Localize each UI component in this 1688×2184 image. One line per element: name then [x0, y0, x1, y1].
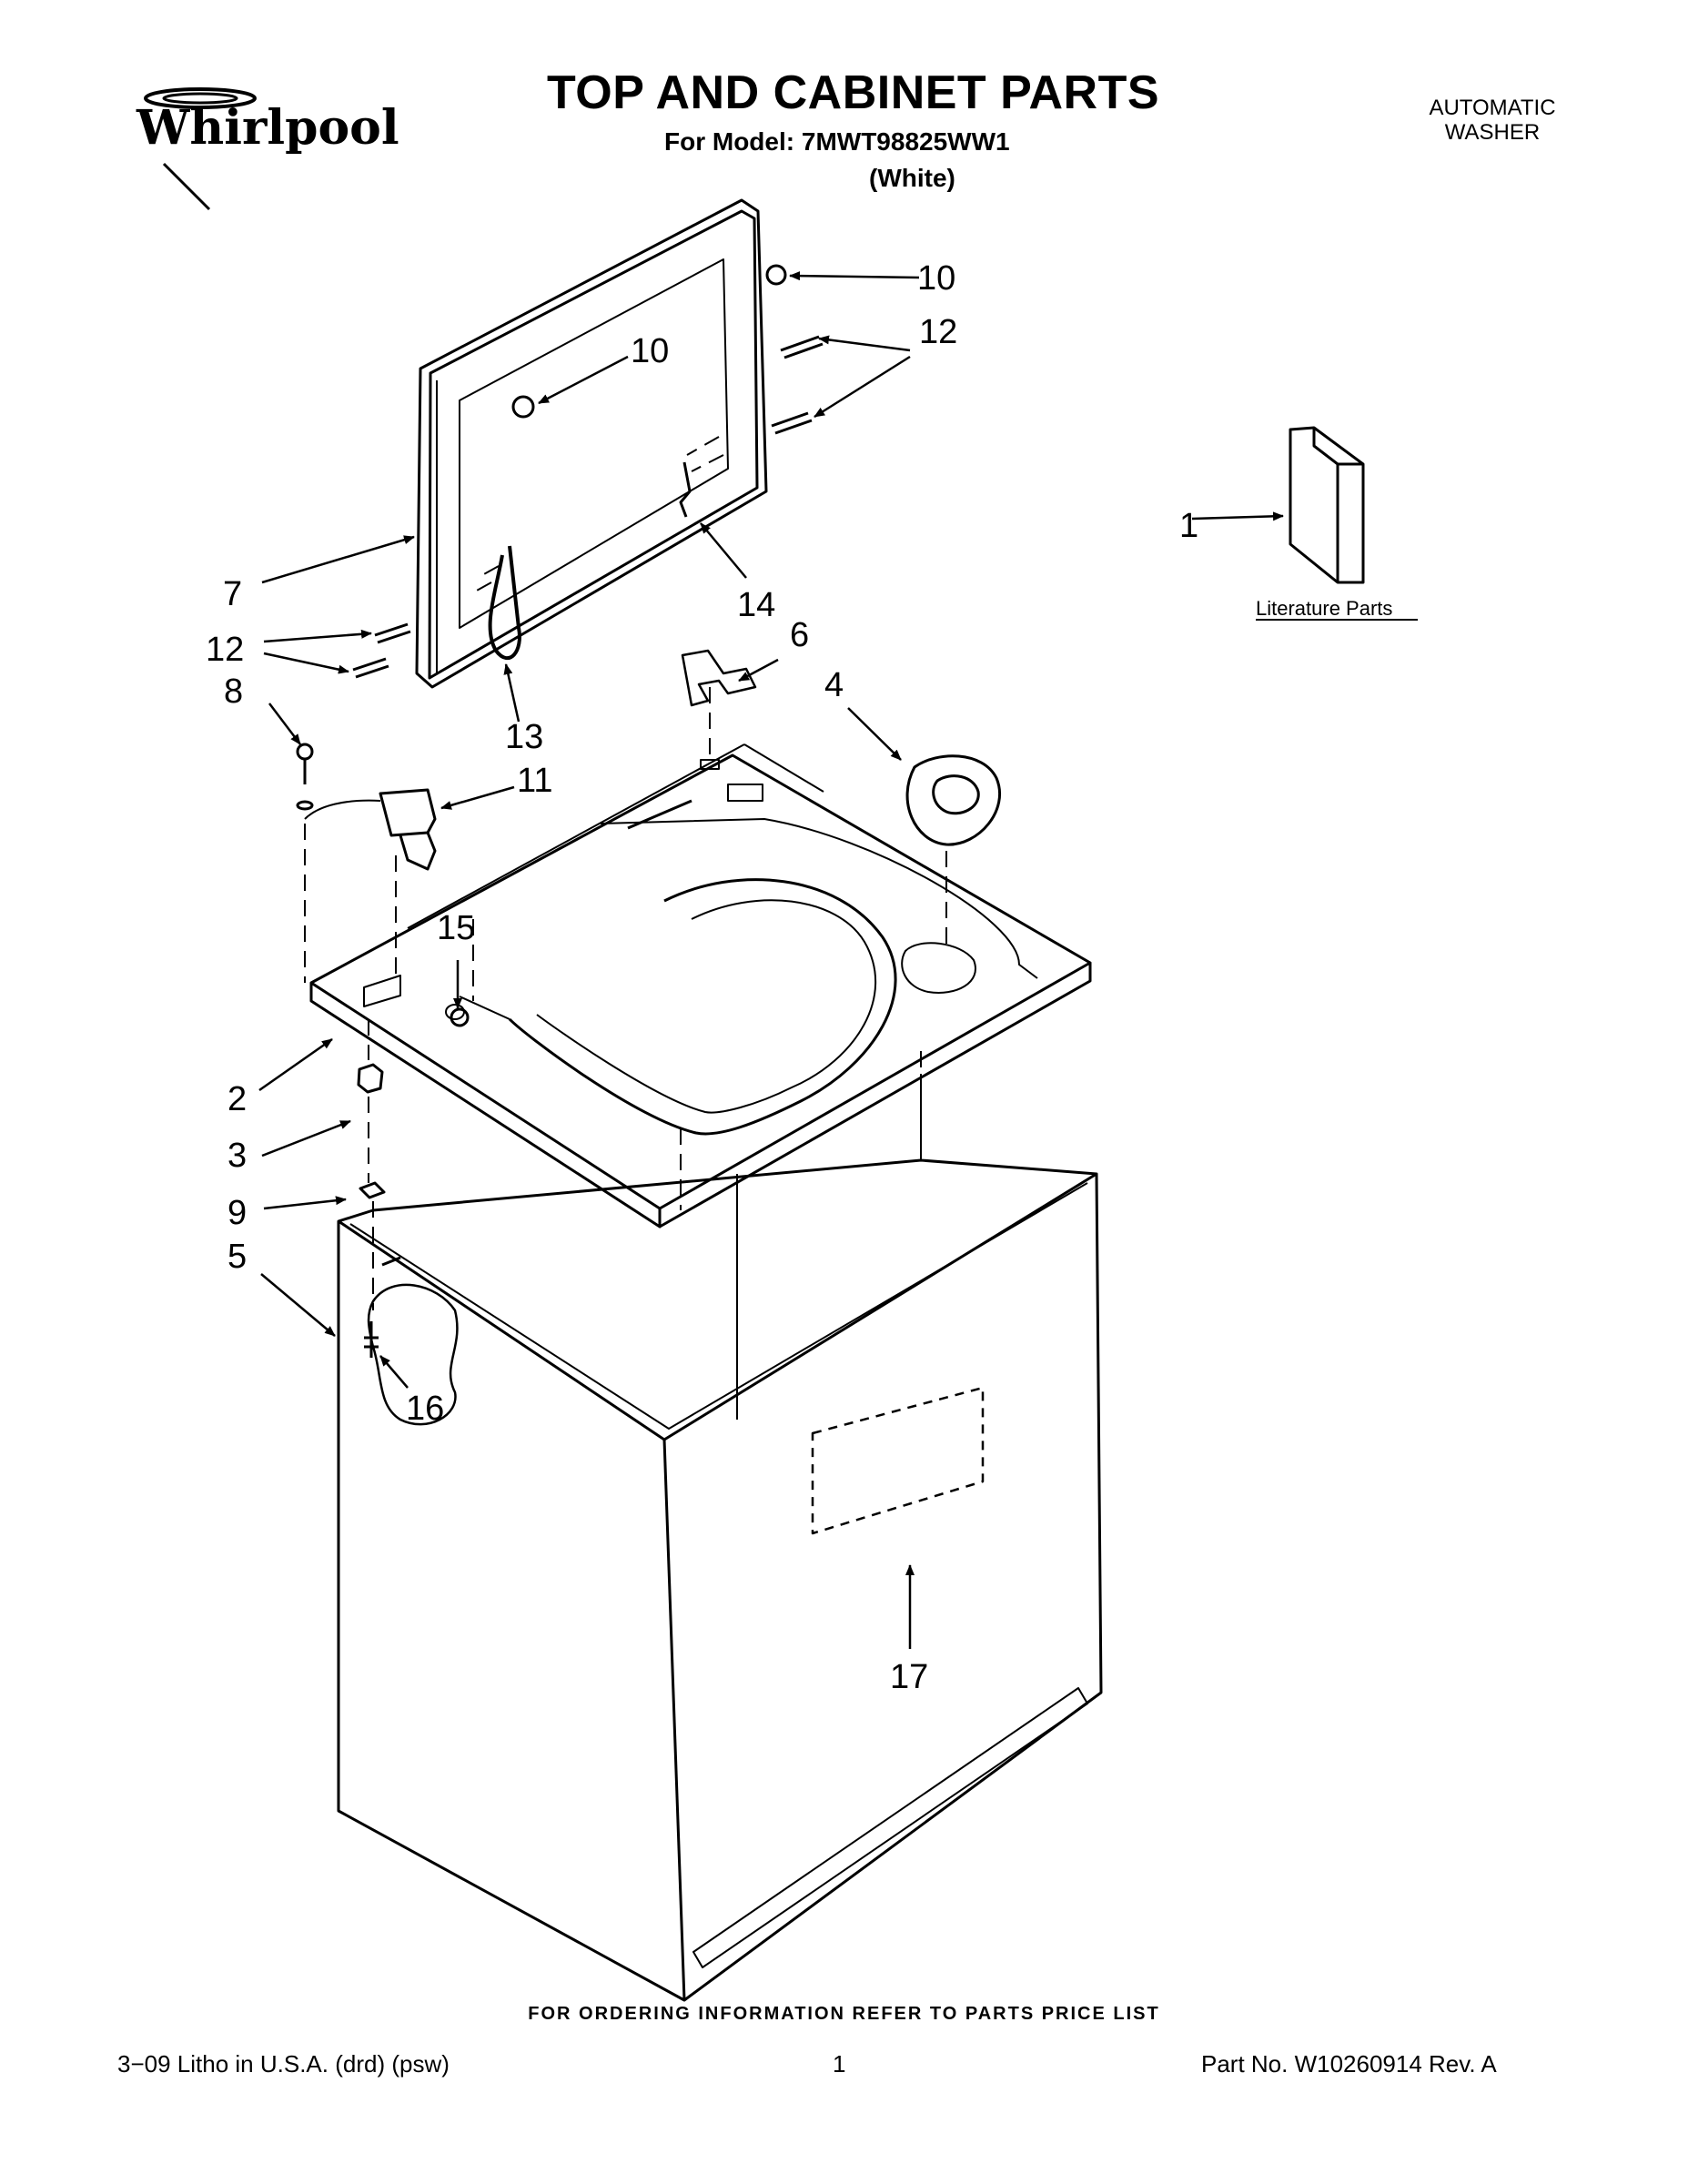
part-number: Part No. W10260914 Rev. A: [1201, 2050, 1497, 2078]
callout-4: 4: [824, 666, 844, 704]
callout-8: 8: [224, 672, 243, 711]
callout-7: 7: [223, 575, 242, 613]
appliance-type-line1: AUTOMATIC: [1429, 96, 1556, 120]
cabinet: [337, 1074, 1103, 2002]
water-inlet: [450, 1007, 470, 1027]
callout-13: 13: [505, 718, 543, 756]
callout-5: 5: [227, 1238, 247, 1276]
screw-right-lower: [771, 411, 813, 435]
page-number: 1: [833, 2050, 846, 2078]
callout-12-right: 12: [919, 313, 957, 351]
callout-11: 11: [517, 762, 552, 800]
screw-left-lower: [352, 657, 389, 679]
callout-3: 3: [227, 1137, 247, 1175]
appliance-type: AUTOMATIC WASHER: [1365, 96, 1620, 145]
hex-nut: [357, 1063, 384, 1094]
callout-10-lower: 10: [631, 332, 669, 370]
lid: [415, 198, 768, 689]
lid-strike: [681, 649, 757, 707]
whirlpool-logo: Whirlpool: [136, 87, 399, 211]
label-area: [811, 1386, 985, 1535]
callout-6: 6: [790, 616, 809, 654]
appliance-type-line2: WASHER: [1444, 120, 1541, 145]
screw-left-upper: [374, 622, 411, 644]
callout-2: 2: [227, 1080, 247, 1118]
callout-9: 9: [227, 1194, 247, 1232]
brand-wordmark: Whirlpool: [136, 100, 399, 156]
cabinet-screw: [364, 1321, 379, 1358]
callout-15: 15: [437, 909, 475, 947]
ordering-note: FOR ORDERING INFORMATION REFER TO PARTS …: [528, 2004, 1160, 2024]
dispenser-cup: [905, 754, 1002, 846]
lid-switch-assembly: [296, 743, 437, 871]
page-title: TOP AND CABINET PARTS: [546, 66, 1160, 119]
callout-16: 16: [406, 1390, 444, 1428]
clip: [359, 1181, 386, 1199]
hinge-rod: [488, 545, 521, 660]
lid-bracket: [679, 461, 692, 518]
callout-14: 14: [737, 586, 775, 624]
litho-info: 3−09 Litho in U.S.A. (drd) (psw): [117, 2050, 450, 2078]
literature-part: [1289, 426, 1365, 584]
top-panel: [309, 743, 1092, 1228]
callout-12-left: 12: [206, 631, 244, 669]
callout-17: 17: [890, 1658, 928, 1696]
callout-1: 1: [1179, 507, 1198, 545]
callout-10-upper: 10: [917, 259, 955, 298]
bumper-upper: [765, 264, 787, 286]
screw-right-upper: [780, 335, 824, 359]
model-color: (White): [869, 164, 955, 192]
literature-parts-label: Literature Parts: [1256, 597, 1392, 620]
model-number: For Model: 7MWT98825WW1: [664, 127, 1010, 156]
bumper-lower: [511, 395, 535, 419]
